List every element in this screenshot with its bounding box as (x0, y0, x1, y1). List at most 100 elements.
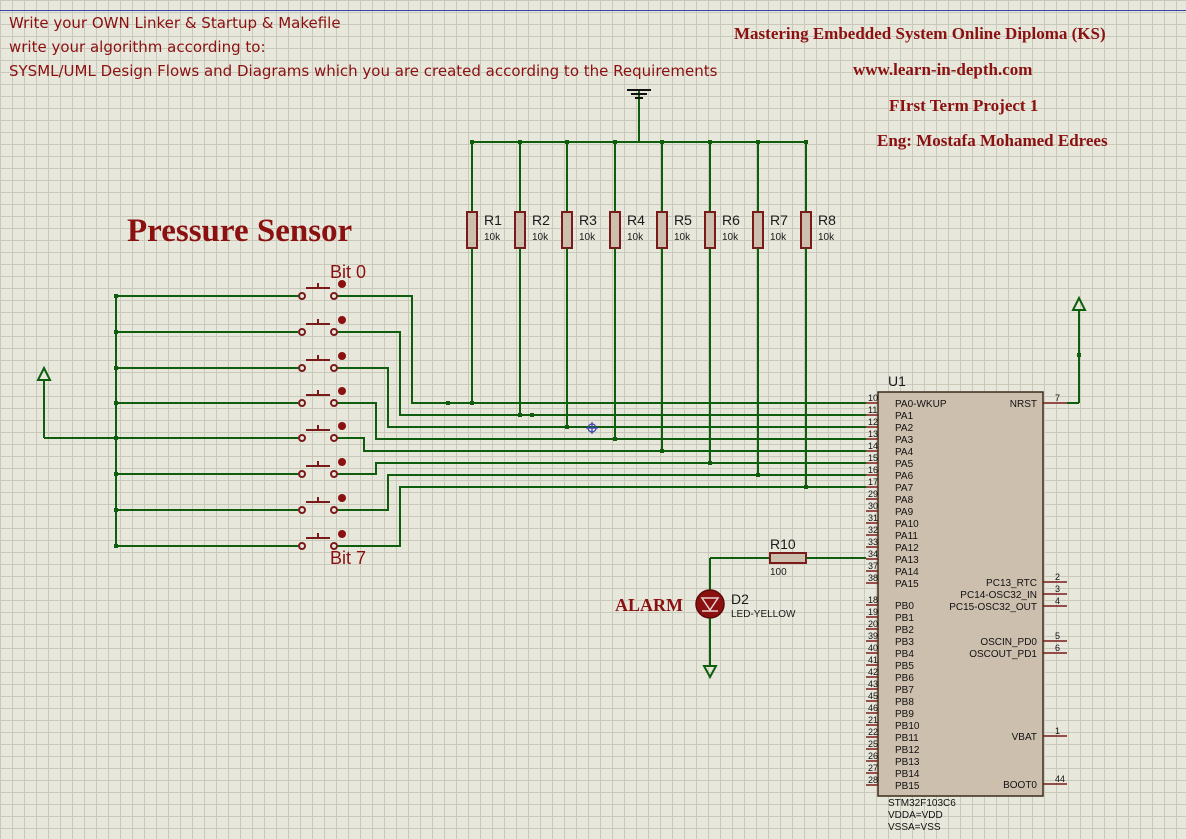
pin-name: PA8 (895, 495, 914, 506)
pin-number: 40 (868, 643, 878, 653)
pin-number: 20 (868, 619, 878, 629)
pin-number: 41 (868, 655, 878, 665)
pin-name: PA3 (895, 435, 914, 446)
mcu-power-note-1: VDDA=VDD (888, 810, 943, 821)
pin-name: PB3 (895, 637, 914, 648)
pin-name: PA1 (895, 411, 914, 422)
mcu-reference: U1 (888, 373, 906, 389)
pin-number: 29 (868, 489, 878, 499)
pin-name: PA14 (895, 567, 919, 578)
pressure-switch-bit1 (114, 316, 346, 336)
note-line-1: Write your OWN Linker & Startup & Makefi… (9, 14, 341, 32)
led-name: D2 (731, 591, 749, 607)
pin-name: PC15-OSC32_OUT (949, 602, 1037, 613)
resistor-value: 10k (818, 232, 835, 243)
resistor-name: R6 (722, 212, 740, 228)
note-line-3: SYSML/UML Design Flows and Diagrams whic… (9, 62, 718, 80)
pressure-switch-bit0 (114, 280, 346, 300)
pin-number: 6 (1055, 643, 1060, 653)
pin-name: PB2 (895, 625, 914, 636)
resistor-name: R5 (674, 212, 692, 228)
pin-number: 45 (868, 691, 878, 701)
pin-name: PB10 (895, 721, 920, 732)
resistor-value: 10k (484, 232, 501, 243)
pin-number: 31 (868, 513, 878, 523)
pin-name: PB13 (895, 757, 920, 768)
pin-name: PA6 (895, 471, 914, 482)
pin-name: VBAT (1012, 732, 1037, 743)
mcu-left-pins: 10PA0-WKUP11PA112PA213PA314PA415PA516PA6… (866, 393, 947, 792)
resistor-value: 10k (579, 232, 596, 243)
website-url: www.learn-in-depth.com (853, 60, 1033, 79)
resistor-value: 10k (722, 232, 739, 243)
bit7-label: Bit 7 (330, 548, 367, 568)
pin-name: PC14-OSC32_IN (960, 590, 1037, 601)
pin-number: 15 (868, 453, 878, 463)
pin-number: 33 (868, 537, 878, 547)
pin-name: PA12 (895, 543, 919, 554)
crosshair-icon (586, 422, 598, 434)
pin-name: PA9 (895, 507, 914, 518)
pin-name: PB8 (895, 697, 914, 708)
pin-number: 13 (868, 429, 878, 439)
resistor-name: R1 (484, 212, 502, 228)
pressure-switch-bit4 (114, 422, 346, 442)
sensor-switches (114, 280, 346, 550)
r10-resistor: R10 100 (710, 536, 866, 578)
pin-name: PB4 (895, 649, 914, 660)
pin-number: 7 (1055, 393, 1060, 403)
bit0-label: Bit 0 (330, 262, 367, 282)
pin-number: 1 (1055, 726, 1060, 736)
pin-name: PB7 (895, 685, 914, 696)
pin-number: 2 (1055, 572, 1060, 582)
pin-name: PA13 (895, 555, 919, 566)
pin-name: PA11 (895, 531, 918, 542)
pin-name: NRST (1010, 399, 1037, 410)
engineer-name: Eng: Mostafa Mohamed Edrees (877, 131, 1108, 150)
pin-name: PA0-WKUP (895, 399, 947, 410)
pin-number: 46 (868, 703, 878, 713)
pin-number: 39 (868, 631, 878, 641)
resistor-name: R3 (579, 212, 597, 228)
pin-number: 14 (868, 441, 878, 451)
resistor-value: 10k (627, 232, 644, 243)
pin-number: 16 (868, 465, 878, 475)
pin-number: 22 (868, 727, 878, 737)
mcu-power-note-2: VSSA=VSS (888, 822, 941, 833)
pin-name: PB0 (895, 601, 914, 612)
pin-name: PB6 (895, 673, 914, 684)
resistor-value: 10k (532, 232, 549, 243)
note-line-2: write your algorithm according to: (9, 38, 266, 56)
course-title: Mastering Embedded System Online Diploma… (734, 24, 1106, 43)
pin-number: 38 (868, 573, 878, 583)
pressure-switch-bit5 (114, 458, 346, 478)
